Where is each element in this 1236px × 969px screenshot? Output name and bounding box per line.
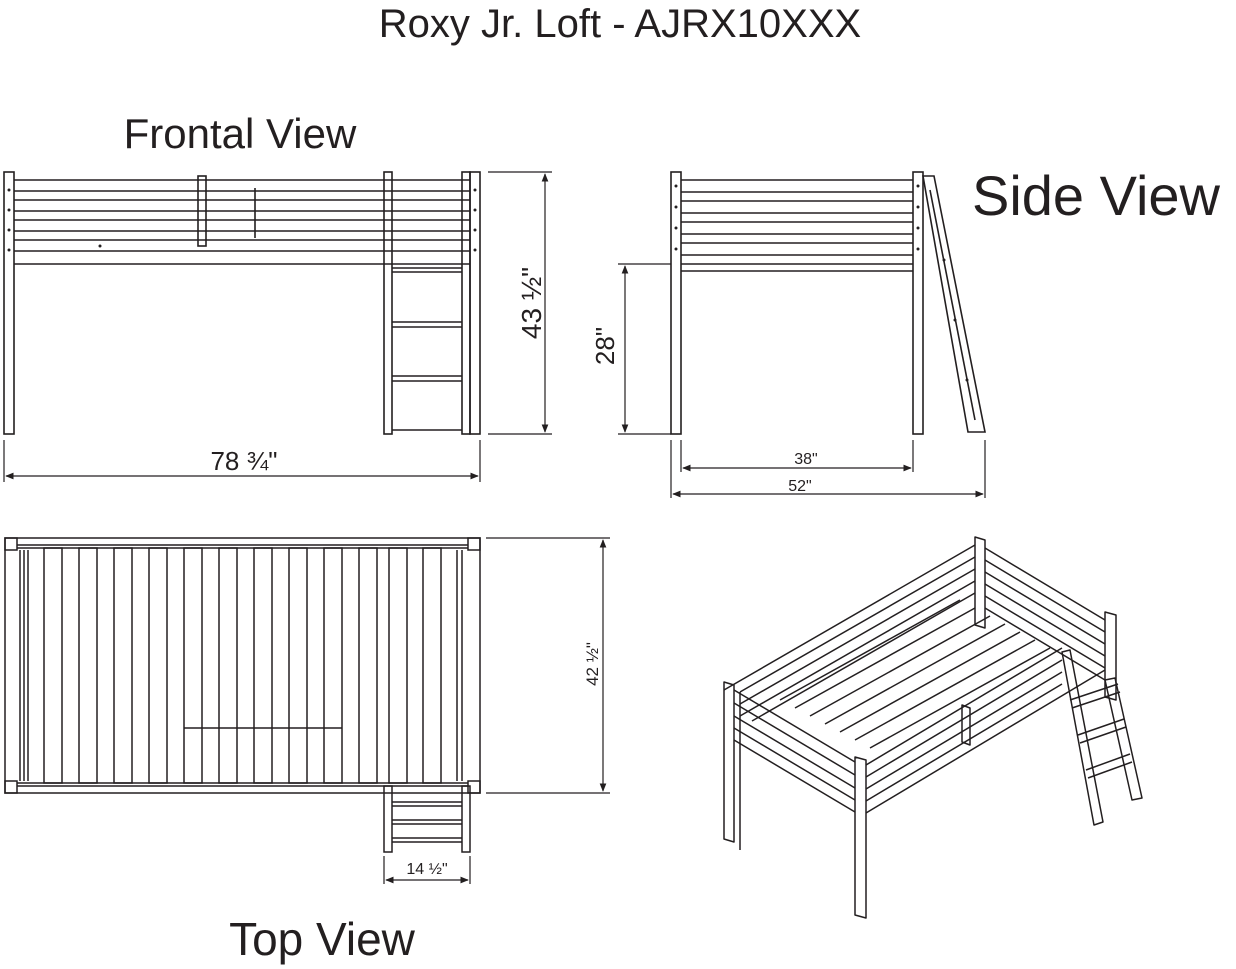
side-outer-width-label: 52" — [788, 478, 811, 495]
frontal-width-label: 78 ¾" — [210, 446, 277, 476]
side-inner-width-label: 38" — [794, 451, 817, 468]
frontal-view-drawing — [3, 171, 481, 435]
frontal-bolt-dots — [7, 188, 477, 252]
top-view-drawing — [4, 537, 481, 853]
frontal-height-label: 43 ½" — [516, 267, 547, 339]
ladder-width-label: 14 ½" — [406, 861, 447, 878]
isometric-view-drawing — [723, 536, 1143, 919]
top-view-label: Top View — [229, 913, 416, 965]
frontal-view-label: Frontal View — [124, 110, 357, 157]
top-depth-label: 42 ½" — [583, 642, 602, 686]
ladder-width-dimension — [383, 856, 471, 884]
side-bolt-dots — [674, 184, 969, 382]
side-clearance-label: 28" — [590, 327, 620, 365]
side-view-label: Side View — [972, 164, 1221, 227]
top-depth-dimension — [486, 537, 610, 794]
diagram-title: Roxy Jr. Loft - AJRX10XXX — [379, 2, 861, 46]
frontal-width-dimension — [3, 440, 481, 482]
side-clearance-dimension — [618, 263, 671, 435]
side-view-drawing — [670, 171, 986, 435]
frontal-height-dimension — [488, 171, 552, 435]
side-width-dimensions — [670, 440, 986, 498]
